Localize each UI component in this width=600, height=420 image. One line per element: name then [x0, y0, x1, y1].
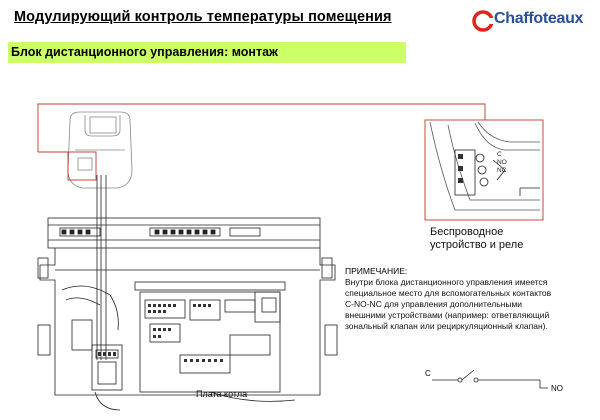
switch-label-c: C — [425, 369, 431, 378]
subtitle-bar — [8, 42, 406, 63]
note-title: ПРИМЕЧАНИЕ: — [345, 266, 408, 276]
brand-name: Chaffoteaux — [494, 10, 584, 27]
boiler-housing — [37, 217, 338, 411]
page-title: Модулирующий контроль температуры помеще… — [14, 9, 392, 25]
chaffoteaux-logo-icon — [472, 10, 494, 32]
detail-enlargement — [424, 119, 544, 221]
callout-wire — [37, 103, 486, 152]
brand-logo: Chaffoteaux — [470, 4, 595, 36]
remote-control-unit — [67, 111, 133, 189]
wireless-caption-line2: устройство и реле — [430, 239, 524, 251]
section-subtitle: Блок дистанционного управления: монтаж — [11, 45, 278, 59]
boiler-board-label: Плата котла — [196, 389, 248, 399]
remote-terminal-highlight — [67, 151, 97, 181]
note-body: Внутри блока дистанционного управления и… — [345, 277, 552, 332]
switch-label-no: NO — [551, 384, 563, 393]
detail-contact-c: C — [497, 151, 502, 158]
switch-schematic — [432, 369, 548, 389]
wireless-caption-line1: Беспроводное — [430, 226, 504, 238]
detail-contact-nc: NC — [497, 167, 507, 174]
detail-contact-no: NO — [497, 159, 507, 166]
